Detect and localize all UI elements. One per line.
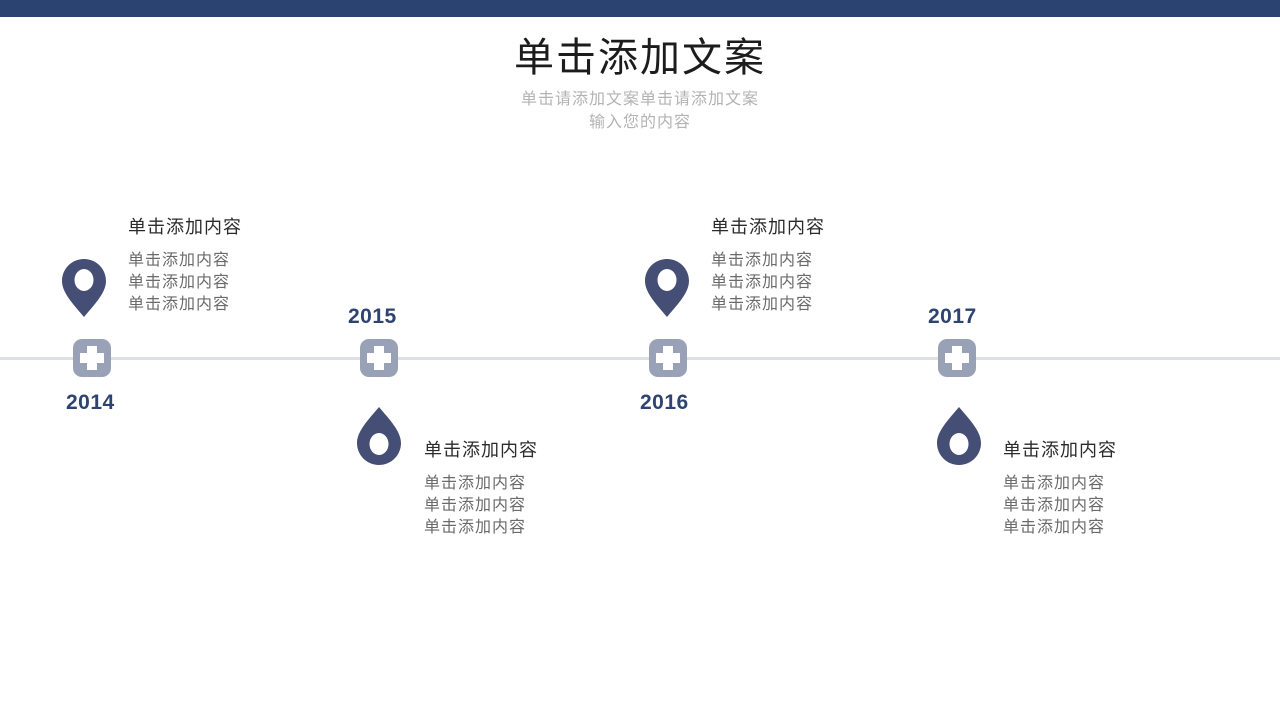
milestone-heading: 单击添加内容 bbox=[128, 217, 242, 237]
cross-node-icon bbox=[938, 339, 976, 377]
year-label-2016: 2016 bbox=[640, 391, 689, 414]
timeline-node-2016[interactable] bbox=[649, 339, 687, 377]
page-title: 单击添加文案 bbox=[514, 35, 766, 80]
milestone-content-2016: 单击添加内容 单击添加内容 单击添加内容 单击添加内容 bbox=[711, 214, 941, 316]
milestone-body: 单击添加内容 单击添加内容 单击添加内容 bbox=[711, 250, 941, 316]
milestone-content-2017: 单击添加内容 单击添加内容 单击添加内容 单击添加内容 bbox=[1003, 437, 1233, 539]
top-accent-bar bbox=[0, 0, 1280, 17]
body-line: 单击添加内容 bbox=[128, 274, 231, 291]
inverted-pin-icon bbox=[356, 406, 402, 466]
page-subtitle: 单击请添加文案单击请添加文案 输入您的内容 bbox=[0, 88, 1280, 134]
milestone-body: 单击添加内容 单击添加内容 单击添加内容 bbox=[1003, 473, 1233, 539]
milestone-body: 单击添加内容 单击添加内容 单击添加内容 bbox=[128, 250, 358, 316]
cross-horizontal-bar bbox=[80, 353, 104, 363]
map-pin-icon bbox=[644, 258, 690, 318]
milestone-content-2015: 单击添加内容 单击添加内容 单击添加内容 单击添加内容 bbox=[424, 437, 654, 539]
body-line: 单击添加内容 bbox=[711, 252, 814, 269]
body-line: 单击添加内容 bbox=[711, 274, 814, 291]
body-line: 单击添加内容 bbox=[424, 475, 527, 492]
body-line: 单击添加内容 bbox=[1003, 475, 1106, 492]
timeline-node-2014[interactable] bbox=[73, 339, 111, 377]
cross-horizontal-bar bbox=[945, 353, 969, 363]
cross-horizontal-bar bbox=[367, 353, 391, 363]
cross-node-icon bbox=[73, 339, 111, 377]
timeline-axis bbox=[0, 357, 1280, 360]
year-label-2014: 2014 bbox=[66, 391, 115, 414]
body-line: 单击添加内容 bbox=[1003, 519, 1106, 536]
milestone-heading: 单击添加内容 bbox=[711, 217, 825, 237]
body-line: 单击添加内容 bbox=[1003, 497, 1106, 514]
slide-header: 单击添加文案 单击请添加文案单击请添加文案 输入您的内容 bbox=[0, 34, 1280, 134]
milestone-body: 单击添加内容 单击添加内容 单击添加内容 bbox=[424, 473, 654, 539]
milestone-heading: 单击添加内容 bbox=[1003, 440, 1117, 460]
body-line: 单击添加内容 bbox=[711, 296, 814, 313]
subtitle-line-2: 输入您的内容 bbox=[588, 114, 691, 131]
subtitle-line-1: 单击请添加文案单击请添加文案 bbox=[520, 91, 759, 108]
cross-node-icon bbox=[649, 339, 687, 377]
year-label-2017: 2017 bbox=[928, 305, 977, 328]
year-label-2015: 2015 bbox=[348, 305, 397, 328]
body-line: 单击添加内容 bbox=[424, 519, 527, 536]
body-line: 单击添加内容 bbox=[128, 252, 231, 269]
timeline-node-2017[interactable] bbox=[938, 339, 976, 377]
milestone-heading: 单击添加内容 bbox=[424, 440, 538, 460]
body-line: 单击添加内容 bbox=[128, 296, 231, 313]
body-line: 单击添加内容 bbox=[424, 497, 527, 514]
milestone-content-2014: 单击添加内容 单击添加内容 单击添加内容 单击添加内容 bbox=[128, 214, 358, 316]
timeline-node-2015[interactable] bbox=[360, 339, 398, 377]
cross-node-icon bbox=[360, 339, 398, 377]
map-pin-icon bbox=[61, 258, 107, 318]
cross-horizontal-bar bbox=[656, 353, 680, 363]
inverted-pin-icon bbox=[936, 406, 982, 466]
